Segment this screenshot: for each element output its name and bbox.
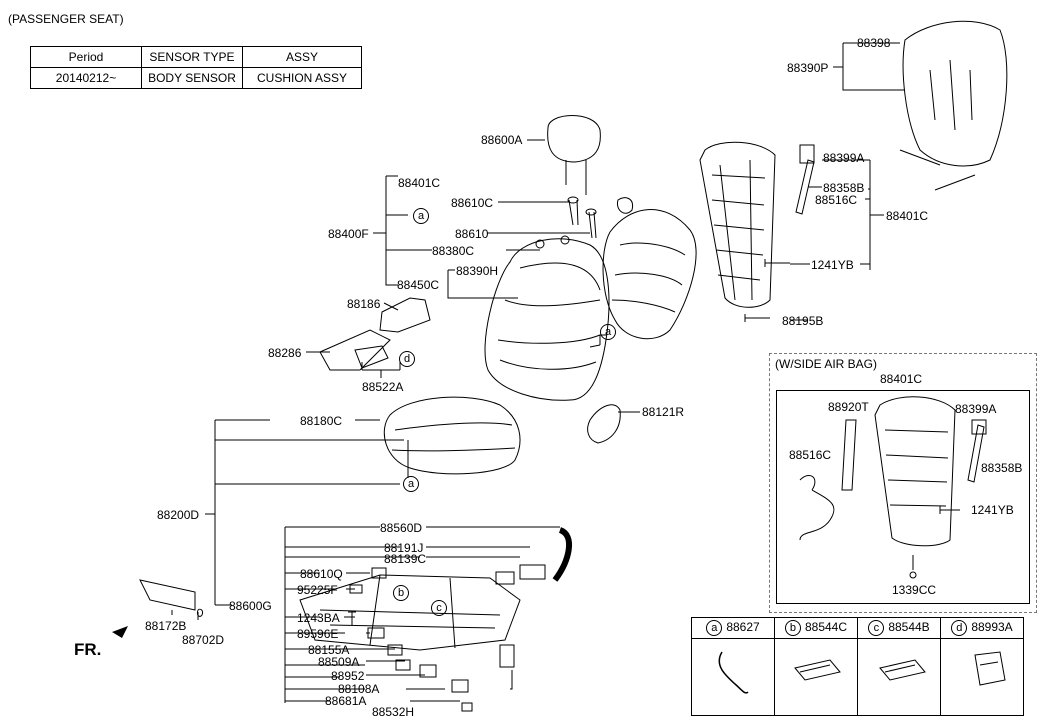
label-88399A-airbag: 88399A <box>955 402 997 416</box>
ref-circle-a: a <box>413 208 433 224</box>
label-88560D: 88560D <box>380 521 423 535</box>
label-88195B: 88195B <box>782 314 824 328</box>
label-88610C: 88610C <box>451 196 494 210</box>
label-88600G: 88600G <box>229 599 272 613</box>
label-88358B-airbag: 88358B <box>981 461 1023 475</box>
label-88380C: 88380C <box>432 244 475 258</box>
legend-image-b <box>774 638 858 716</box>
legend-key-c: c <box>868 620 885 636</box>
legend-part-a: 88627 <box>726 620 760 634</box>
legend-key-d: d <box>951 620 968 636</box>
cell-sensor-type: BODY SENSOR <box>141 67 243 89</box>
legend-image-d <box>940 638 1024 716</box>
label-88522A: 88522A <box>362 380 404 394</box>
label-1241YB-airbag: 1241YB <box>971 503 1014 517</box>
label-88398: 88398 <box>857 36 891 50</box>
ref-circle-a: a <box>403 476 423 492</box>
circle-a-label: a <box>413 208 429 224</box>
side-airbag-title: (W/SIDE AIR BAG) <box>775 357 878 371</box>
legend-key-a: a <box>706 620 723 636</box>
legend-part-c: 88544B <box>888 620 930 634</box>
label-88532H: 88532H <box>372 705 415 719</box>
label-95225F: 95225F <box>297 583 338 597</box>
ref-circle-c: c <box>431 600 451 616</box>
label-88399A: 88399A <box>823 151 865 165</box>
legend-part-d: 88993A <box>971 620 1013 634</box>
cell-period: 20140212~ <box>30 67 142 89</box>
circle-d-label: d <box>399 351 415 367</box>
period-table: Period SENSOR TYPE ASSY 20140212~ BODY S… <box>30 46 362 89</box>
label-88390P: 88390P <box>787 61 829 75</box>
legend-image-row <box>691 638 1024 716</box>
label-88516C: 88516C <box>815 193 858 207</box>
legend-image-c <box>857 638 941 716</box>
header-sensor-type: SENSOR TYPE <box>141 46 243 68</box>
legend-image-a <box>691 638 775 716</box>
label-88681A: 88681A <box>325 694 367 708</box>
label-88121R: 88121R <box>642 405 685 419</box>
label-88286: 88286 <box>268 346 302 360</box>
ref-circle-a: a <box>600 324 620 340</box>
table-header-row: Period SENSOR TYPE ASSY <box>30 46 362 68</box>
label-88509A: 88509A <box>318 655 360 669</box>
label-1243BA: 1243BA <box>297 611 340 625</box>
label-88401C: 88401C <box>398 176 441 190</box>
cell-assy: CUSHION ASSY <box>242 67 362 89</box>
side-airbag-box <box>769 353 1037 613</box>
ref-circle-d: d <box>399 351 419 367</box>
side-airbag-frame-box <box>776 390 1030 604</box>
label-88191J: 88191J <box>384 541 424 555</box>
circle-a-label: a <box>600 324 616 340</box>
circle-a-label: a <box>403 476 419 492</box>
label-88401C-right: 88401C <box>886 209 929 223</box>
label-88400F: 88400F <box>328 227 369 241</box>
ref-circle-b: b <box>393 585 413 601</box>
label-88139C: 88139C <box>384 552 427 566</box>
label-88172B: 88172B <box>145 619 187 633</box>
label-88610Q: 88610Q <box>300 567 343 581</box>
legend-part-b: 88544C <box>804 620 848 634</box>
label-88358B: 88358B <box>823 181 865 195</box>
label-88401C-airbag: 88401C <box>880 372 923 386</box>
label-88390H: 88390H <box>456 264 499 278</box>
label-88600A: 88600A <box>481 133 523 147</box>
label-88920T: 88920T <box>828 400 869 414</box>
label-1339CC: 1339CC <box>892 583 937 597</box>
label-88155A: 88155A <box>308 643 350 657</box>
label-88450C: 88450C <box>397 278 440 292</box>
label-89596E: 89596E <box>297 627 339 641</box>
legend-key-b: b <box>784 620 801 636</box>
label-88952: 88952 <box>331 669 365 683</box>
label-88186: 88186 <box>347 297 381 311</box>
label-88610: 88610 <box>455 227 489 241</box>
front-direction-label: FR. <box>74 640 102 659</box>
label-1241YB: 1241YB <box>811 258 854 272</box>
circle-c-label: c <box>431 600 447 616</box>
label-88516C-airbag: 88516C <box>789 448 832 462</box>
label-88702D: 88702D <box>182 633 225 647</box>
label-88108A: 88108A <box>338 682 380 696</box>
table-row: 20140212~ BODY SENSOR CUSHION ASSY <box>30 67 362 89</box>
page-title: (PASSENGER SEAT) <box>8 12 124 26</box>
label-88180C: 88180C <box>300 414 343 428</box>
label-88200D: 88200D <box>157 508 200 522</box>
circle-b-label: b <box>393 585 409 601</box>
